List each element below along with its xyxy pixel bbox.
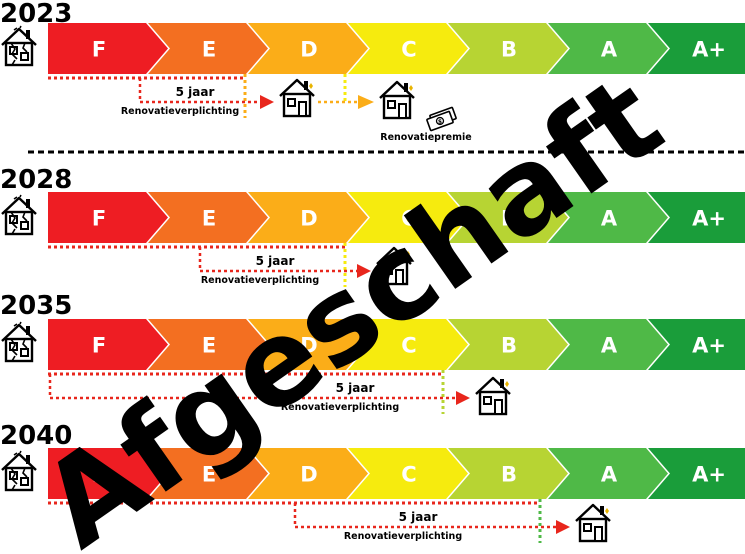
energy-class-label: E [202,463,216,487]
energy-class-aplus [648,192,745,243]
energy-class-label: E [202,207,216,231]
energy-class-label: F [92,463,106,487]
energy-class-label: A [601,38,618,62]
energy-class-e [148,319,268,370]
energy-class-label: C [401,334,416,358]
five-years-label: 5 jaar [256,254,295,268]
five-years-label: 5 jaar [176,85,215,99]
deadline-arrowhead [556,520,570,534]
energy-class-d [248,192,368,243]
energy-class-aplus [648,319,745,370]
energy-class-label: F [92,207,106,231]
energy-class-b [448,23,568,74]
energy-class-label: A+ [692,207,726,231]
energy-class-label: B [501,38,517,62]
deadline-arrowhead [456,391,470,405]
energy-class-f [48,448,168,499]
premium-arrowhead [358,95,374,109]
energy-class-label: A+ [692,463,726,487]
energy-class-label: B [501,207,517,231]
energy-class-e [148,23,268,74]
energy-class-label: A [601,463,618,487]
deadline-arrowhead [357,264,371,278]
energy-class-label: A+ [692,334,726,358]
energy-class-d [248,23,368,74]
energy-class-label: A+ [692,38,726,62]
renovation-obligation-label: Renovatieverplichting [344,531,462,542]
energy-class-f [48,319,168,370]
five-years-label: 5 jaar [399,510,438,524]
energy-class-label: B [501,463,517,487]
year-label: 2035 [0,291,72,321]
energy-class-label: D [300,207,317,231]
energy-class-f [48,23,168,74]
current-house-icon [0,193,38,236]
money-icon [425,106,458,132]
energy-class-b [448,448,568,499]
renovated-house-icon [474,376,512,416]
energy-class-e [148,448,268,499]
premium-house-icon [378,80,416,120]
current-house-icon [0,24,38,67]
energy-class-c [348,192,468,243]
deadline-arrowhead [260,95,274,109]
energy-class-e [148,192,268,243]
energy-class-label: E [202,334,216,358]
energy-class-a [548,23,668,74]
energy-class-b [448,319,568,370]
energy-class-c [348,319,468,370]
energy-class-label: D [300,463,317,487]
energy-class-label: C [401,207,416,231]
energy-class-c [348,23,468,74]
renovation-obligation-label: Renovatieverplichting [121,106,239,117]
renovated-house-icon [278,78,316,118]
renovation-premium-label: Renovatiepremie [380,132,471,143]
current-house-icon [0,320,38,363]
energy-class-label: A [601,334,618,358]
renovation-obligation-label: Renovatieverplichting [201,275,319,286]
year-label: 2028 [0,165,72,195]
energy-class-label: D [300,334,317,358]
energy-class-label: A [601,207,618,231]
energy-class-label: C [401,38,416,62]
energy-class-label: E [202,38,216,62]
energy-class-a [548,192,668,243]
energy-class-label: D [300,38,317,62]
energy-class-d [248,448,368,499]
energy-class-a [548,448,668,499]
energy-class-aplus [648,23,745,74]
energy-class-d [248,319,368,370]
energy-class-aplus [648,448,745,499]
energy-class-label: F [92,334,106,358]
energy-class-f [48,192,168,243]
energy-class-a [548,319,668,370]
energy-class-label: C [401,463,416,487]
energy-class-label: F [92,38,106,62]
energy-class-c [348,448,468,499]
renovation-obligation-label: Renovatieverplichting [281,402,399,413]
energy-class-b [448,192,568,243]
five-years-label: 5 jaar [336,381,375,395]
year-label: 2040 [0,421,72,451]
renovated-house-icon [574,503,612,543]
energy-class-label: B [501,334,517,358]
